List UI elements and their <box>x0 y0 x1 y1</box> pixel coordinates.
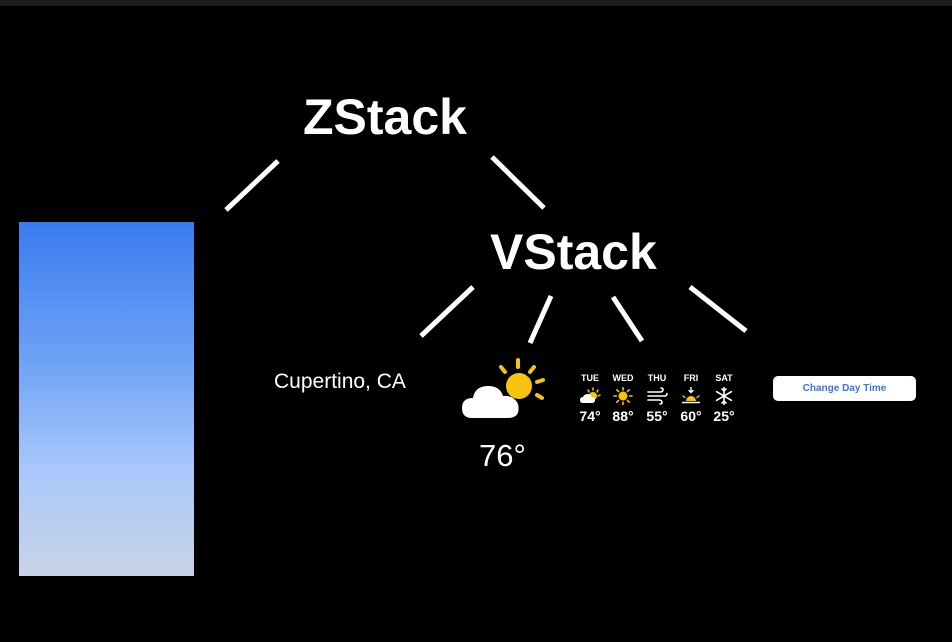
sky-gradient-background <box>19 222 194 576</box>
forecast-temperature: 74° <box>579 408 601 424</box>
window-top-bar <box>0 0 952 6</box>
sunset-icon <box>682 387 700 404</box>
forecast-day-label: TUE <box>581 373 599 383</box>
forecast-day-label: WED <box>612 373 634 383</box>
zstack-label: ZStack <box>303 89 467 145</box>
cloud-sun-icon <box>462 358 545 418</box>
zstack-to-vstack-line <box>490 155 546 210</box>
change-day-time-button[interactable]: Change Day Time <box>773 376 916 401</box>
sun-icon <box>613 387 633 405</box>
zstack-to-background-line <box>224 159 280 212</box>
current-weather-icon-wrapper <box>458 358 550 424</box>
wind-icon <box>647 387 668 405</box>
vstack-to-current-line <box>527 294 554 345</box>
forecast-day-label: SAT <box>715 373 733 383</box>
forecast-day: FRI 60° <box>675 373 707 424</box>
forecast-day: SAT 25° <box>708 373 740 424</box>
vstack-to-forecast-line <box>610 295 645 343</box>
forecast-temperature: 60° <box>680 408 702 424</box>
forecast-day-label: FRI <box>683 373 699 383</box>
forecast-day: TUE 74° <box>574 373 606 424</box>
city-name: Cupertino, CA <box>274 370 406 393</box>
forecast-temperature: 88° <box>612 408 634 424</box>
forecast-day: THU 55° <box>641 373 673 424</box>
forecast-temperature: 55° <box>646 408 668 424</box>
forecast-day-label: THU <box>647 373 667 383</box>
vstack-to-city-line <box>419 285 475 338</box>
cloud-sun-icon <box>580 387 601 403</box>
snowflake-icon <box>715 387 733 405</box>
vstack-to-button-line <box>688 285 748 333</box>
forecast-temperature: 25° <box>713 408 735 424</box>
current-temperature: 76° <box>479 438 526 473</box>
forecast-day: WED 88° <box>607 373 639 424</box>
vstack-label: VStack <box>490 224 657 280</box>
